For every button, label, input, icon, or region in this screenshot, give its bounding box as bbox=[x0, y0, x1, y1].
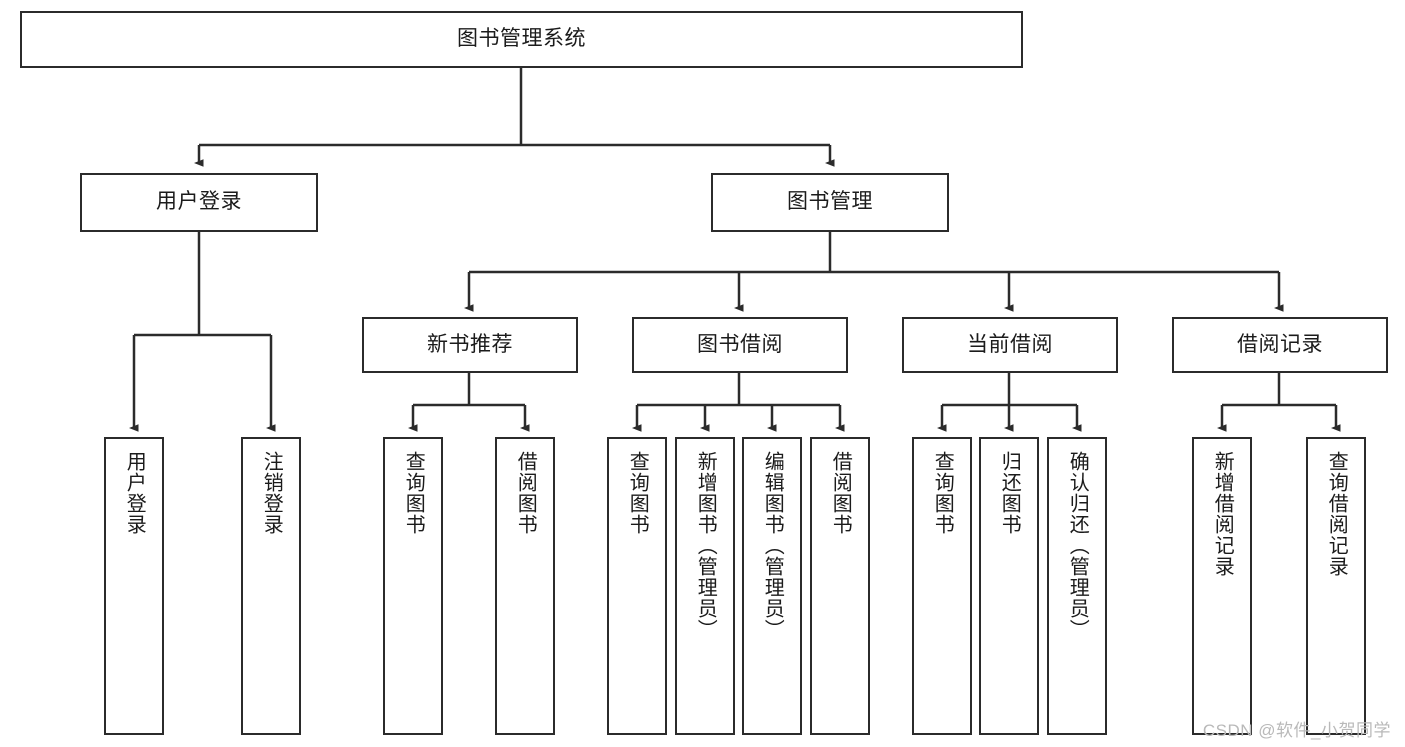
node-label: 新增借阅记录 bbox=[1211, 451, 1234, 577]
node-label: 用户登录 bbox=[123, 451, 146, 535]
node-borrow-record[interactable]: 借阅记录 bbox=[1172, 317, 1388, 373]
node-book-borrow[interactable]: 图书借阅 bbox=[632, 317, 848, 373]
leaf-user-login[interactable]: 用户登录 bbox=[104, 437, 164, 735]
node-label: 查询图书 bbox=[402, 451, 425, 535]
node-label: 查询图书 bbox=[626, 451, 649, 535]
leaf-current-confirm-return[interactable]: 确认归还（管理员） bbox=[1047, 437, 1107, 735]
leaf-recommend-borrow-book[interactable]: 借阅图书 bbox=[495, 437, 555, 735]
node-label: 图书借阅 bbox=[697, 332, 783, 356]
leaf-record-add-record[interactable]: 新增借阅记录 bbox=[1192, 437, 1252, 735]
node-label: 借阅图书 bbox=[829, 451, 852, 535]
node-label: 查询图书 bbox=[931, 451, 954, 535]
node-label: 注销登录 bbox=[260, 451, 283, 535]
leaf-record-query-record[interactable]: 查询借阅记录 bbox=[1306, 437, 1366, 735]
leaf-recommend-query-book[interactable]: 查询图书 bbox=[383, 437, 443, 735]
leaf-borrow-edit-book[interactable]: 编辑图书（管理员） bbox=[742, 437, 802, 735]
leaf-borrow-add-book[interactable]: 新增图书（管理员） bbox=[675, 437, 735, 735]
csdn-watermark: CSDN @软件_小贺同学 bbox=[1202, 721, 1391, 740]
leaf-current-return-book[interactable]: 归还图书 bbox=[979, 437, 1039, 735]
node-label: 借阅记录 bbox=[1237, 332, 1323, 356]
node-label: 借阅图书 bbox=[514, 451, 537, 535]
node-label: 确认归还（管理员） bbox=[1066, 451, 1089, 640]
node-label: 图书管理 bbox=[787, 190, 873, 214]
node-user-login[interactable]: 用户登录 bbox=[80, 173, 318, 232]
node-label: 归还图书 bbox=[998, 451, 1021, 535]
leaf-user-logout[interactable]: 注销登录 bbox=[241, 437, 301, 735]
node-label: 查询借阅记录 bbox=[1325, 451, 1348, 577]
node-book-management[interactable]: 图书管理 bbox=[711, 173, 949, 232]
node-new-book-recommend[interactable]: 新书推荐 bbox=[362, 317, 578, 373]
node-label: 用户登录 bbox=[156, 190, 242, 214]
node-label: 编辑图书（管理员） bbox=[761, 451, 784, 640]
node-label: 新书推荐 bbox=[427, 332, 513, 356]
leaf-current-query-book[interactable]: 查询图书 bbox=[912, 437, 972, 735]
node-root-system[interactable]: 图书管理系统 bbox=[20, 11, 1023, 68]
node-current-borrow[interactable]: 当前借阅 bbox=[902, 317, 1118, 373]
leaf-borrow-lend-book[interactable]: 借阅图书 bbox=[810, 437, 870, 735]
node-label: 新增图书（管理员） bbox=[694, 451, 717, 640]
leaf-borrow-query-book[interactable]: 查询图书 bbox=[607, 437, 667, 735]
node-label: 当前借阅 bbox=[967, 332, 1053, 356]
node-label: 图书管理系统 bbox=[457, 27, 586, 51]
